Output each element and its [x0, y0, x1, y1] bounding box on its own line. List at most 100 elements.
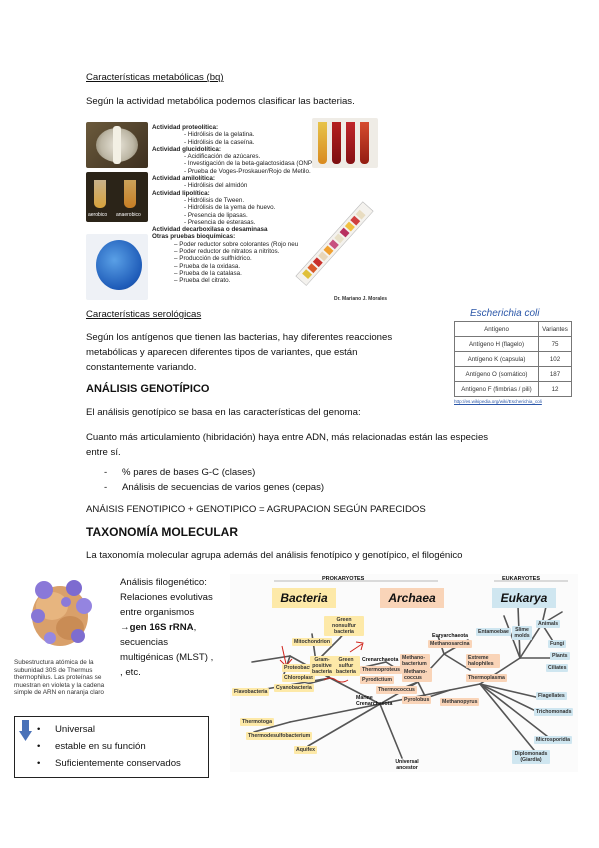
metabolic-test-line: Actividad amilolítica:: [152, 175, 215, 183]
metabolic-test-line: – Producción de sulfhídrico.: [174, 255, 252, 263]
table-cell: 102: [538, 351, 572, 367]
serologic-heading: Características serológicas: [86, 309, 202, 320]
bullet-icon: •: [37, 741, 41, 752]
serologic-line-1: Según los antígenos que tienen las bacte…: [86, 332, 393, 343]
caption-line: subunidad 30S de Thermus: [14, 666, 93, 674]
tree-leaf: Thermoplasma: [466, 674, 507, 682]
bullet-icon: •: [37, 724, 41, 735]
metabolic-test-line: Actividad lipolítica:: [152, 189, 210, 197]
figure-credit: Dr. Mariano J. Morales: [334, 296, 388, 302]
metabolic-test-line: Actividad decarboxilasa o desaminasa: [152, 226, 268, 234]
table-cell: Antígeno F (fimbrias / pili): [453, 381, 540, 397]
table-cell: 187: [538, 366, 572, 382]
serologic-line-3: constantemente variando.: [86, 362, 197, 373]
caption-line: thermophilus. Las proteínas se: [14, 674, 102, 681]
metabolic-test-line: – Poder reductor de nitratos a nitritos.: [174, 248, 280, 256]
list-item: • estable en su función: [37, 740, 181, 754]
metabolic-test-line: – Prueba de la oxidasa.: [174, 262, 241, 270]
metabolic-test-line: - Acidificación de azúcares.: [184, 153, 261, 161]
tree-leaf: Microsporidia: [534, 736, 573, 744]
tree-leaf: Methanosarcina: [428, 640, 472, 648]
tree-leaf: Trichomonads: [534, 708, 574, 716]
metabolic-test-line: - Hidrólisis de la caseína.: [184, 138, 255, 146]
metabolic-test-line: Actividad proteolítica:: [152, 124, 219, 131]
ribosome-caption: Subestructura atómica de la subunidad 30…: [14, 659, 106, 697]
list-item: • Suficientemente conservados: [37, 757, 181, 771]
conserved-features-list: • Universal • estable en su función • Sufic…: [37, 723, 181, 771]
blue-plate-photo: [86, 234, 148, 300]
genotypic-p2a: Cuanto más articulamiento (hibridación) …: [86, 432, 489, 443]
tree-leaf: Chloroplast: [282, 674, 315, 682]
metabolic-test-line: Actividad glucidolítica:: [152, 145, 221, 153]
metabolic-test-line: - Hidrólisis del almidón: [184, 182, 248, 190]
tree-leaf: Flagellates: [536, 692, 567, 700]
molecular-intro: La taxonomía molecular agrupa además del…: [86, 550, 463, 561]
genotypic-heading: ANÁLISIS GENOTÍPICO: [86, 383, 210, 395]
metabolic-intro: Según la actividad metabólica podemos cl…: [86, 96, 355, 107]
tree-leaf: Extreme halophiles: [466, 654, 500, 668]
tree-leaf: Thermococcus: [376, 686, 417, 694]
table-row: Antígeno H (flagelo) 75: [453, 336, 572, 352]
ecoli-source-link[interactable]: http://es.wikipedia.org/wiki/Escherichia…: [454, 399, 542, 404]
tree-leaf: Thermotoga: [240, 718, 274, 726]
phylo-line: multigénicas (MLST) ,: [120, 652, 214, 663]
bullet-text: Suficientemente conservados: [55, 758, 181, 769]
caption-line: simple de ARN en naranja claro: [14, 689, 104, 696]
tree-leaf: Flavobacteria: [232, 688, 270, 696]
tree-leaf: Plants: [550, 652, 570, 660]
tree-leaf: Thermoproteus: [360, 666, 403, 674]
metabolic-test-line: – Prueba de la catalasa.: [174, 269, 242, 277]
ecoli-table-header: Antígeno Variantes: [453, 321, 572, 337]
api-strip-photo: [292, 196, 380, 294]
tree-leaf: Proteobacteria: [282, 664, 323, 672]
metabolic-figure: aerobico anaerobico Actividad proteolíti…: [86, 116, 387, 304]
tree-leaf: Pyrolobus: [402, 696, 432, 704]
tree-leaf: Crenarchaeota: [362, 657, 399, 663]
tree-leaf: Ciliates: [546, 664, 569, 672]
tree-leaf: Diplomonads (Giardia): [512, 750, 550, 764]
metabolic-test-line: - Hidrólisis de Tween.: [184, 196, 245, 204]
tree-leaf: Marine Crenarchaeota: [356, 695, 393, 707]
genotypic-p2b: entre sí.: [86, 447, 121, 458]
gene-16s-label: gen 16S rRNA: [129, 622, 194, 633]
phylo-comma: ,: [193, 622, 197, 633]
caption-line: Subestructura atómica de la: [14, 659, 94, 666]
conserved-features-box: • Universal • estable en su función • Sufic…: [14, 716, 209, 778]
anaerobic-label: anaerobico: [116, 212, 141, 218]
arrow-icon: →: [120, 622, 130, 633]
metabolic-test-line: - Investigación de la beta-galactosidasa…: [184, 160, 321, 168]
archaea-domain: Archaea: [380, 588, 444, 608]
metabolic-tests-list: Actividad proteolítica:- Hidrólisis de l…: [152, 124, 321, 285]
tree-leaf: Euryarchaeota: [432, 633, 469, 639]
table-cell: Antígeno O (somático): [453, 366, 540, 382]
genotypic-item-2: Análisis de secuencias de varios genes (…: [122, 482, 325, 493]
tubes-photo: aerobico anaerobico: [86, 172, 148, 222]
aerobic-label: aerobico: [88, 212, 108, 218]
down-arrow-icon: [19, 720, 32, 741]
serologic-line-2: metabólicas y aparecen diferentes tipos …: [86, 347, 358, 358]
table-cell: Antígeno K (capsula): [453, 351, 540, 367]
tree-leaf: Fungi: [548, 640, 567, 648]
ecoli-header-variants: Variantes: [538, 321, 572, 337]
genotypic-equation: ANÁISIS FENOTIPICO + GENOTIPICO = AGRUPA…: [86, 504, 426, 515]
universal-ancestor-label: Universal ancestor: [395, 759, 419, 771]
tree-leaf: Methano-coccus: [402, 668, 432, 682]
metabolic-test-line: – Prueba del citrato.: [174, 277, 231, 285]
tree-leaf: Gram-positive bacteria: [310, 656, 334, 676]
phylo-line: →gen 16S rRNA,: [120, 620, 213, 635]
metabolic-test-line: – Poder reductor sobre colorantes (Rojo …: [174, 240, 299, 248]
bullet-text: Universal: [55, 724, 95, 735]
bullet-text: estable en su función: [55, 741, 146, 752]
table-row: Antígeno K (capsula) 102: [453, 351, 572, 367]
tree-leaf: Pyrodictium: [360, 676, 394, 684]
phylo-line: Relaciones evolutivas: [120, 592, 213, 603]
dash-bullet: -: [104, 482, 108, 493]
table-row: Antígeno O (somático) 187: [453, 366, 572, 382]
metabolic-test-line: - Hidrólisis de la yema de huevo.: [184, 204, 276, 212]
table-row: Antígeno F (fimbrias / pili) 12: [453, 381, 572, 397]
metabolic-test-line: - Hidrólisis de la gelatina.: [184, 131, 255, 139]
bullet-icon: •: [37, 758, 41, 769]
tree-leaf: Animals: [536, 620, 561, 628]
table-cell: 12: [538, 381, 572, 397]
metabolic-test-line: - Presencia de esterasas.: [184, 218, 256, 226]
